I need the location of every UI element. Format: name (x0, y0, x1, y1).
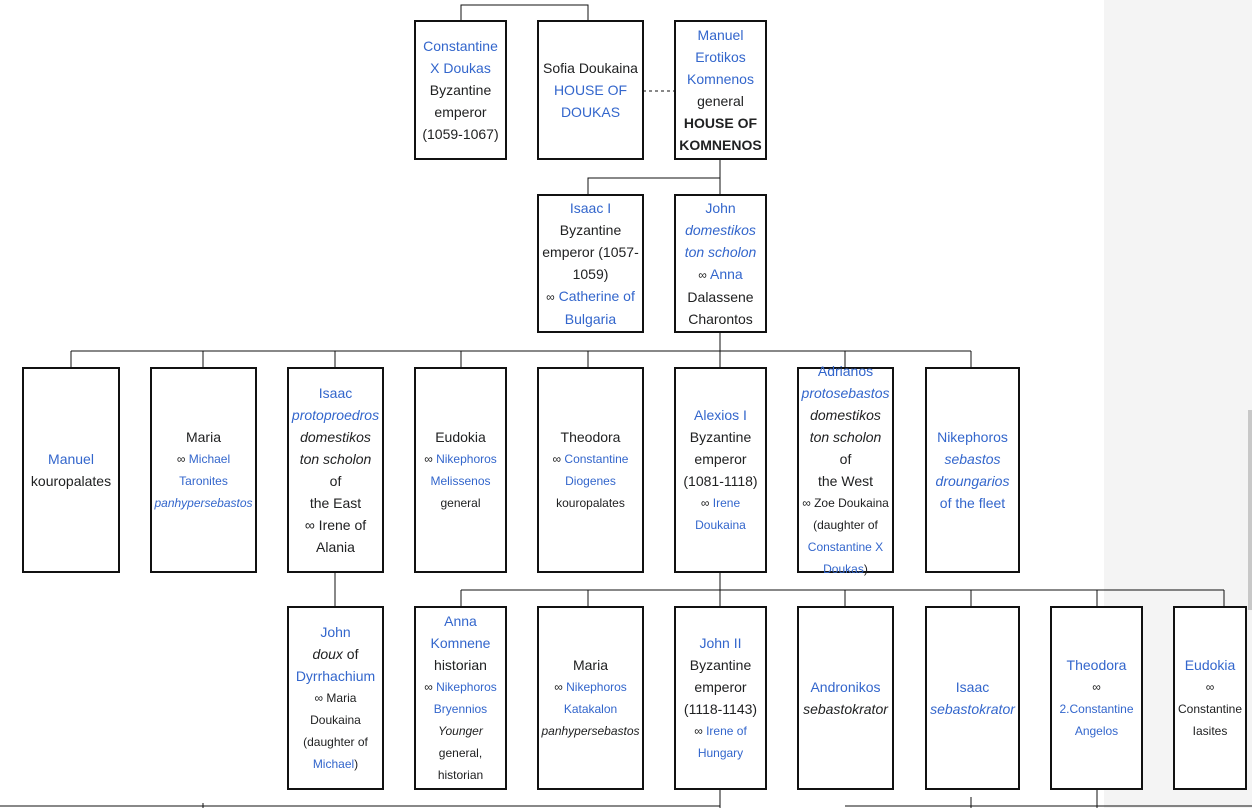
protoproedros-link[interactable]: protoproedros (291, 407, 380, 423)
title: doux of (312, 646, 359, 662)
title: historian (434, 657, 487, 673)
title: kouropalates (30, 473, 112, 489)
john-ii-link[interactable]: John II (699, 635, 742, 651)
manuel-link[interactable]: Manuel (48, 451, 94, 467)
michael-link[interactable]: Michael (312, 757, 355, 771)
anna-dalassene-link[interactable]: Anna (709, 266, 743, 282)
scrollbar-thumb[interactable] (1248, 410, 1252, 610)
andronikos-link[interactable]: Andronikos (810, 679, 881, 695)
name: Theodora (560, 429, 621, 445)
name: Sofia Doukaina (543, 60, 638, 76)
protosebastos-link[interactable]: protosebastos (801, 385, 890, 401)
john-doux-link[interactable]: John (320, 624, 351, 640)
person-isaac-sebastokrator: Isaac sebastokrator (925, 606, 1020, 790)
sebastokrator-link[interactable]: sebastokrator (930, 701, 1015, 717)
theodora-link[interactable]: Theodora (1066, 657, 1127, 673)
isaac-link-2[interactable]: Isaac (955, 679, 990, 695)
fleet-link[interactable]: of the fleet (939, 495, 1006, 511)
title: general (697, 93, 744, 109)
person-manuel-kouropalates: Manuel kouropalates (22, 367, 120, 573)
name: Maria (572, 657, 608, 673)
title: sebastokrator (803, 701, 888, 717)
adrianos-link[interactable]: Adrianos (817, 363, 874, 379)
catherine-link[interactable]: Catherine of (558, 288, 635, 304)
alexios-i-link[interactable]: Alexios I (694, 407, 747, 423)
bulgaria-link[interactable]: Bulgaria (564, 311, 617, 327)
john-link[interactable]: John (705, 200, 736, 216)
nikephoros-link[interactable]: Nikephoros (937, 429, 1008, 445)
dyrrhachium-link[interactable]: Dyrrhachium (295, 668, 376, 684)
name: Maria (185, 429, 221, 445)
person-andronikos: Andronikos sebastokrator (797, 606, 894, 790)
eudokia-link[interactable]: Eudokia (1184, 657, 1236, 673)
name: Eudokia (435, 429, 486, 445)
isaac-link[interactable]: Isaac (318, 385, 353, 401)
isaac-i-link[interactable]: Isaac I (569, 200, 612, 216)
